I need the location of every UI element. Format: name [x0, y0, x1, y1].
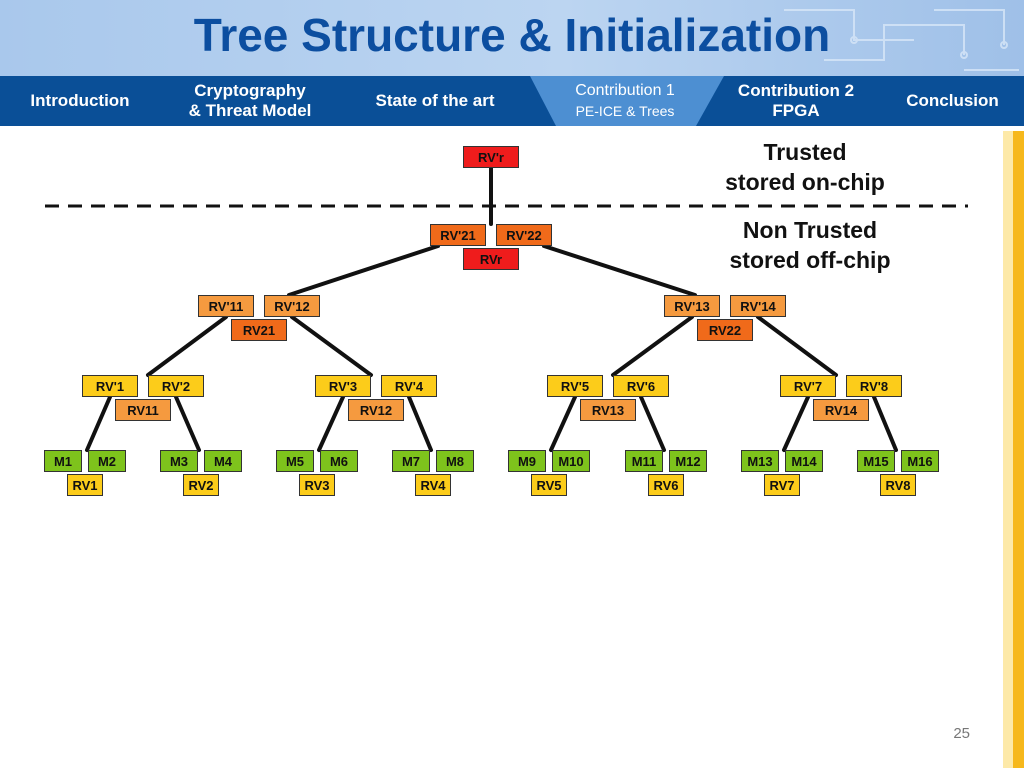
nav-tab-label-line1: Contribution 1: [575, 82, 675, 99]
node-leaf-4-child-left: M9: [508, 450, 546, 472]
node-leaf-0-child-right: M2: [88, 450, 126, 472]
nav-tab-label-line2: & Threat Model: [188, 101, 312, 120]
trusted-line-2: stored on-chip: [725, 169, 885, 195]
edge-level1-0-right: [174, 395, 201, 452]
nav-tab-label: Conclusion: [906, 91, 999, 110]
trusted-line-1: Trusted: [763, 139, 847, 165]
side-accent-light: [1003, 131, 1013, 768]
nav-tab-conclusion[interactable]: Conclusion: [885, 76, 1020, 126]
edge-level1-1-left: [317, 395, 345, 452]
edge-level3-left: [287, 244, 440, 297]
nav-tab-contribution-1[interactable]: Contribution 1 PE-ICE & Trees: [545, 76, 705, 126]
nav-tab-label-line1: Cryptography: [194, 81, 306, 100]
node-level1-2-child-right: RV'6: [613, 375, 669, 397]
node-level3-child-right: RV'22: [496, 224, 552, 246]
nav-tab-cryptography[interactable]: Cryptography & Threat Model: [165, 76, 335, 126]
node-leaf-5-child-right: M12: [669, 450, 707, 472]
page-title: Tree Structure & Initialization: [193, 9, 831, 61]
node-leaf-1-child-right: M4: [204, 450, 242, 472]
edge-level1-3-right: [872, 395, 898, 452]
node-level1-0-self: RV11: [115, 399, 171, 421]
node-level1-1-child-right: RV'4: [381, 375, 437, 397]
node-leaf-6-child-right: M14: [785, 450, 823, 472]
trusted-zone-label: Trusted stored on-chip: [690, 137, 920, 197]
page-number: 25: [953, 725, 970, 742]
untrusted-zone-label: Non Trusted stored off-chip: [690, 215, 930, 275]
slide-header: Tree Structure & Initialization: [0, 0, 1024, 76]
node-leaf-2-self: RV3: [299, 474, 335, 496]
node-level2-1-self: RV22: [697, 319, 753, 341]
edge-level1-2-right: [639, 395, 666, 452]
edge-level2-1-left: [611, 315, 694, 377]
edge-level3-right: [542, 244, 697, 297]
node-level1-3-child-right: RV'8: [846, 375, 902, 397]
nav-tab-state-of-art[interactable]: State of the art: [350, 76, 520, 126]
edge-level1-2-left: [549, 395, 577, 452]
node-leaf-3-child-right: M8: [436, 450, 474, 472]
node-level2-0-child-left: RV'11: [198, 295, 254, 317]
edge-level1-3-left: [782, 395, 810, 452]
node-level1-1-child-left: RV'3: [315, 375, 371, 397]
node-level1-3-child-left: RV'7: [780, 375, 836, 397]
active-tab-highlight: [530, 76, 724, 126]
node-leaf-5-self: RV6: [648, 474, 684, 496]
nav-tab-label: Introduction: [30, 91, 130, 110]
edge-level2-0-right: [290, 315, 373, 377]
edge-level2-1-right: [756, 315, 838, 377]
node-level2-1-child-left: RV'13: [664, 295, 720, 317]
nav-tab-introduction[interactable]: Introduction: [5, 76, 155, 126]
node-level1-3-self: RV14: [813, 399, 869, 421]
node-leaf-7-child-right: M16: [901, 450, 939, 472]
node-level3-self: RVr: [463, 248, 519, 270]
node-level1-1-self: RV12: [348, 399, 404, 421]
node-level2-0-self: RV21: [231, 319, 287, 341]
node-leaf-5-child-left: M11: [625, 450, 663, 472]
node-leaf-3-self: RV4: [415, 474, 451, 496]
node-level1-0-child-left: RV'1: [82, 375, 138, 397]
node-leaf-6-child-left: M13: [741, 450, 779, 472]
side-accent-bar: [1013, 131, 1024, 768]
node-leaf-2-child-left: M5: [276, 450, 314, 472]
node-level2-0-child-right: RV'12: [264, 295, 320, 317]
node-level1-2-child-left: RV'5: [547, 375, 603, 397]
circuit-decoration: [784, 9, 1019, 71]
node-leaf-1-self: RV2: [183, 474, 219, 496]
nav-tab-label-line2: PE-ICE & Trees: [575, 103, 675, 119]
nav-tab-contribution-2[interactable]: Contribution 2 FPGA: [712, 76, 880, 126]
node-leaf-6-self: RV7: [764, 474, 800, 496]
node-leaf-4-child-right: M10: [552, 450, 590, 472]
nav-tab-label-line1: Contribution 2: [737, 81, 855, 100]
untrusted-line-1: Non Trusted: [742, 217, 878, 243]
node-level1-0-child-right: RV'2: [148, 375, 204, 397]
node-leaf-3-child-left: M7: [392, 450, 430, 472]
node-leaf-4-self: RV5: [531, 474, 567, 496]
edge-level2-0-left: [146, 315, 228, 377]
untrusted-line-2: stored off-chip: [729, 247, 891, 273]
node-leaf-0-self: RV1: [67, 474, 103, 496]
node-leaf-0-child-left: M1: [44, 450, 82, 472]
node-root: RV'r: [463, 146, 519, 168]
node-level3-child-left: RV'21: [430, 224, 486, 246]
node-level1-2-self: RV13: [580, 399, 636, 421]
edge-level1-1-right: [407, 395, 433, 452]
node-leaf-7-child-left: M15: [857, 450, 895, 472]
node-leaf-2-child-right: M6: [320, 450, 358, 472]
section-nav: Introduction Cryptography & Threat Model…: [0, 76, 1024, 126]
nav-tab-label: State of the art: [375, 91, 495, 110]
node-level2-1-child-right: RV'14: [730, 295, 786, 317]
node-leaf-1-child-left: M3: [160, 450, 198, 472]
nav-tab-label-line2: FPGA: [772, 101, 820, 120]
edge-level1-0-left: [85, 395, 112, 452]
node-leaf-7-self: RV8: [880, 474, 916, 496]
